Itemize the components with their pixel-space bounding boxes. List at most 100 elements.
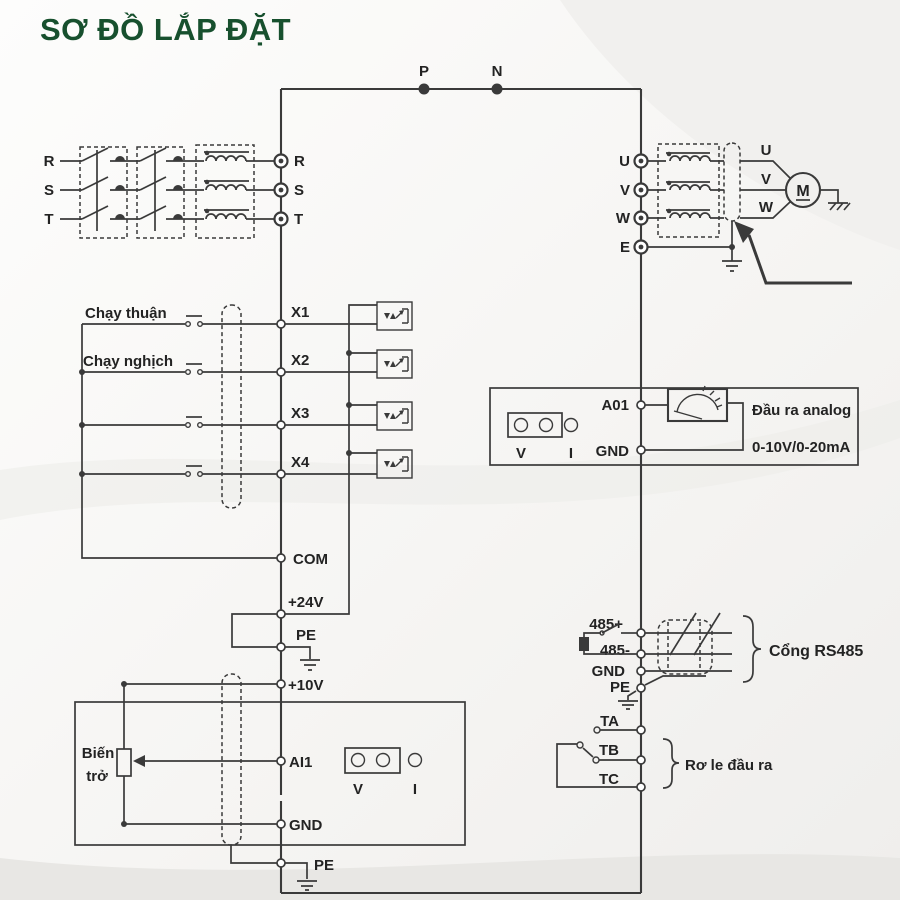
input-phase-t (60, 205, 274, 220)
terminal-x1 (276, 319, 286, 329)
terminal-u (633, 153, 649, 169)
analog-output-section: V I A01 GND Đầu ra analog 0-10V/0-20mA (489, 385, 859, 466)
com-label: COM (293, 551, 328, 568)
potentiometer-symbol (116, 684, 277, 824)
terminal-w (633, 210, 649, 226)
shield-ground (648, 221, 742, 272)
ain-gnd-label: GND (289, 817, 323, 834)
optocoupler-x1 (376, 301, 413, 331)
analog-meter (666, 385, 729, 423)
terminal-aout-gnd (636, 445, 646, 455)
p-label: P (419, 63, 429, 80)
analog-input-section: +10V Biến trở AI1 V I GND PE (74, 673, 466, 891)
terminal-485-minus (636, 649, 646, 659)
pot-label-line1: Biến (82, 745, 115, 762)
pot-label-line2: trở (86, 768, 108, 785)
ta-label: TA (600, 713, 619, 730)
termination-resistor (579, 623, 637, 655)
digital-input-section: Chạy thuận Chạy nghịch X1 X2 X3 (79, 301, 413, 671)
meter-return-wire (645, 402, 744, 451)
rs485-port-label: Cổng RS485 (769, 642, 863, 660)
source-t-label: T (44, 211, 53, 228)
opto-bus (285, 304, 377, 615)
control-cable-shield (221, 304, 242, 509)
analog-out-range: 0-10V/0-20mA (752, 439, 851, 456)
terminal-r (273, 153, 289, 169)
wire-v-label: V (761, 171, 771, 188)
ain-jumper-v-label: V (353, 781, 363, 798)
terminal-pe-control (276, 642, 286, 652)
terminal-e-label: E (620, 239, 630, 256)
reverse-label: Chạy nghịch (83, 353, 173, 370)
x4-label: X4 (291, 454, 310, 471)
terminal-e (633, 239, 649, 255)
terminal-485-gnd (636, 666, 646, 676)
optocoupler-x4 (376, 449, 413, 479)
input-row-x3: X3 (82, 405, 377, 430)
24v-pe-loop (231, 613, 277, 648)
terminal-10v (276, 679, 286, 689)
potentiometer-box (74, 701, 466, 846)
optocoupler-x2 (376, 349, 413, 379)
digital-common-bus (81, 324, 277, 559)
rs485-shield-to-pe (644, 675, 706, 686)
input-phase-s (60, 176, 274, 191)
breaker-box (79, 146, 128, 239)
terminal-a01 (636, 400, 646, 410)
source-s-label: S (44, 182, 54, 199)
output-reactor (648, 143, 724, 238)
pe-bottom-label: PE (314, 857, 334, 874)
input-reactor-box (195, 144, 255, 239)
rs485-wires (645, 632, 732, 672)
swoosh-top-right (560, 0, 900, 250)
rs485-brace (742, 615, 762, 683)
rs485-cable-shield (657, 619, 713, 675)
ain-jumper-i-label: I (413, 781, 417, 798)
terminal-v-label: V (620, 182, 630, 199)
terminal-ain-gnd (276, 819, 286, 829)
x3-label: X3 (291, 405, 309, 422)
forward-label: Chạy thuận (85, 305, 167, 322)
swoosh-middle (0, 400, 900, 520)
input-row-x4: X4 (82, 454, 377, 479)
wire-w (740, 201, 791, 219)
terminal-tb (636, 755, 646, 765)
analog-out-jumper: V I (507, 412, 579, 462)
n-terminal-dot (491, 83, 503, 95)
rs485-gnd-label: GND (592, 663, 626, 680)
input-row-x2: X2 (82, 352, 377, 377)
rs485-plus-label: 485+ (589, 616, 623, 633)
terminal-pe-bottom (276, 858, 286, 868)
p10v-label: +10V (288, 677, 323, 694)
shield-callout-arrow (734, 221, 852, 285)
pe-control-label: PE (296, 627, 316, 644)
tc-label: TC (599, 771, 619, 788)
terminal-s-label: S (294, 182, 304, 199)
ai1-label: AI1 (289, 754, 312, 771)
terminal-u-label: U (619, 153, 630, 170)
pe-bottom-ground (285, 862, 317, 891)
n-label: N (492, 63, 503, 80)
terminal-ta (636, 725, 646, 735)
x2-label: X2 (291, 352, 309, 369)
p24v-label: +24V (288, 594, 323, 611)
terminal-com (276, 553, 286, 563)
a01-label: A01 (601, 397, 629, 414)
contactor-box (136, 146, 185, 239)
wire-u (740, 160, 791, 179)
jumper-v-label: V (516, 445, 526, 462)
rs485-minus-label: 485- (600, 642, 630, 659)
x1-label: X1 (291, 304, 309, 321)
terminal-ai1 (276, 756, 286, 766)
wire-u-label: U (761, 142, 772, 159)
relay-brace (662, 738, 680, 789)
analog-shield-drain (230, 845, 277, 864)
terminal-t-label: T (294, 211, 303, 228)
output-power-section: U V W E U V W M (616, 142, 852, 285)
terminal-x2 (276, 367, 286, 377)
analog-in-jumper: V I (344, 747, 423, 798)
wire-w-label: W (759, 199, 774, 216)
